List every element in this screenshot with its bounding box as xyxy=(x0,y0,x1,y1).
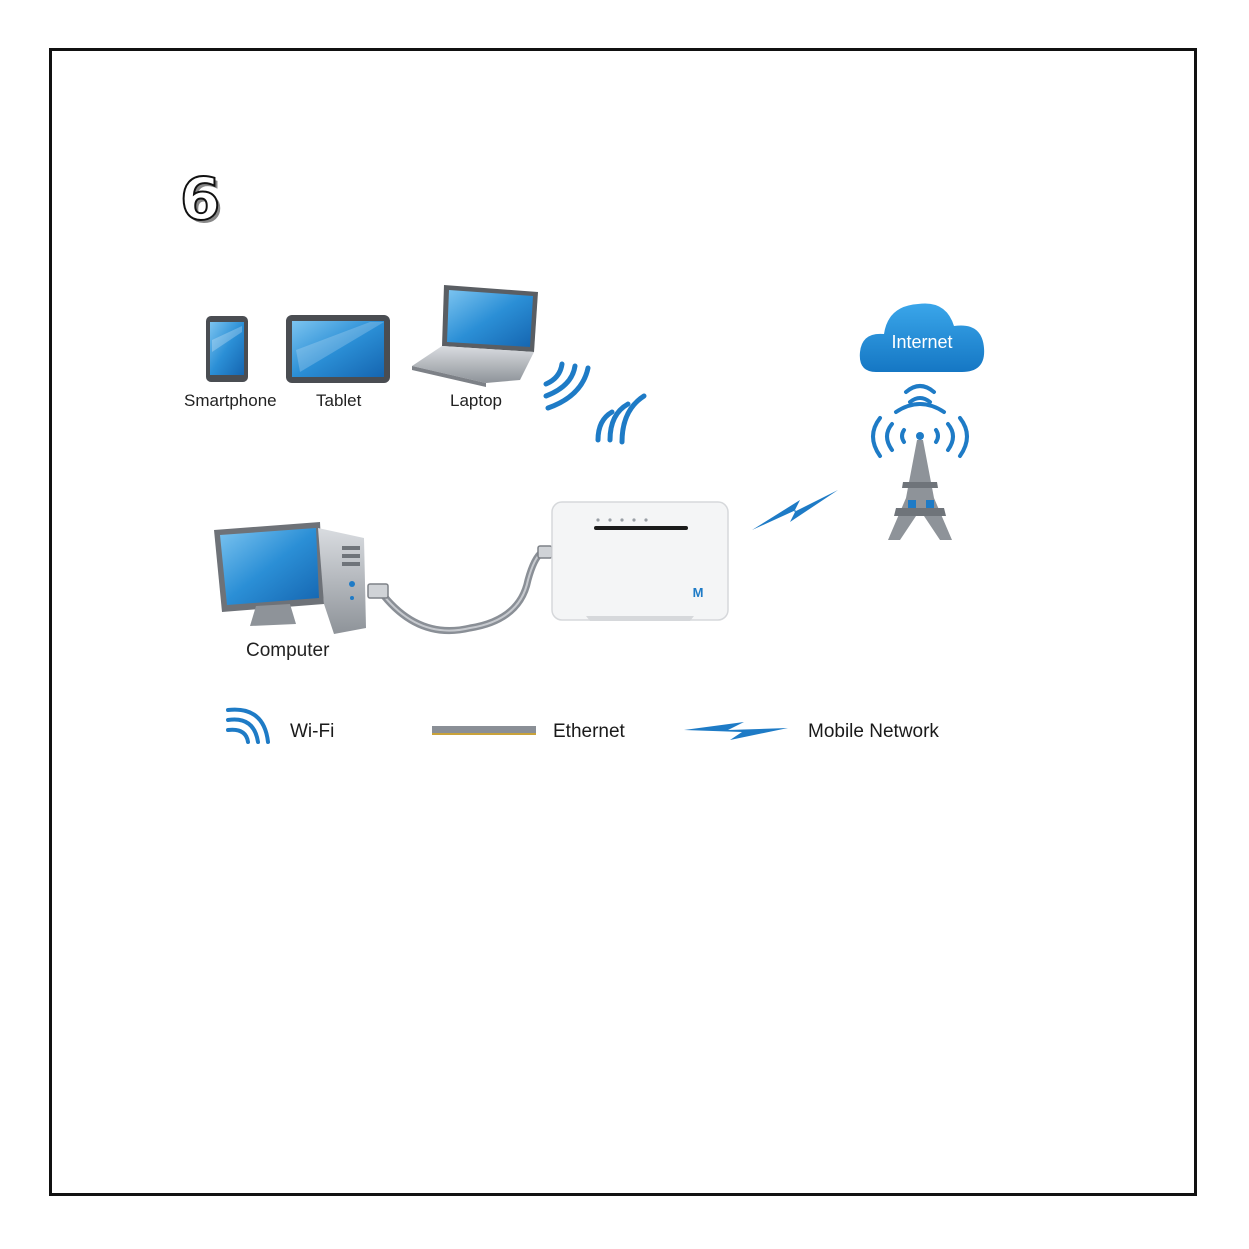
laptop-label: Laptop xyxy=(450,391,502,411)
smartphone-icon xyxy=(206,316,248,382)
cell-tower-icon xyxy=(873,386,967,540)
computer-icon xyxy=(214,522,366,634)
tablet-icon xyxy=(286,315,390,383)
wifi-waves-icon xyxy=(546,364,644,442)
ethernet-cable xyxy=(368,546,552,631)
legend-ethernet-icon xyxy=(432,726,536,735)
router-logo: M xyxy=(693,585,704,600)
mobile-network-bolt-icon xyxy=(752,490,838,530)
legend-wifi-label: Wi-Fi xyxy=(290,721,334,743)
cloud-label: Internet xyxy=(891,332,952,352)
router-icon: M xyxy=(552,502,728,621)
internet-cloud-icon: Internet xyxy=(860,303,984,372)
laptop-icon xyxy=(412,285,538,387)
legend-ethernet-label: Ethernet xyxy=(553,721,625,743)
smartphone-label: Smartphone xyxy=(184,391,277,411)
tablet-label: Tablet xyxy=(316,391,361,411)
legend-mobile-network-icon xyxy=(684,722,788,740)
legend-wifi-icon xyxy=(228,710,268,742)
computer-label: Computer xyxy=(246,640,329,662)
legend-mobile-network-label: Mobile Network xyxy=(808,721,939,743)
